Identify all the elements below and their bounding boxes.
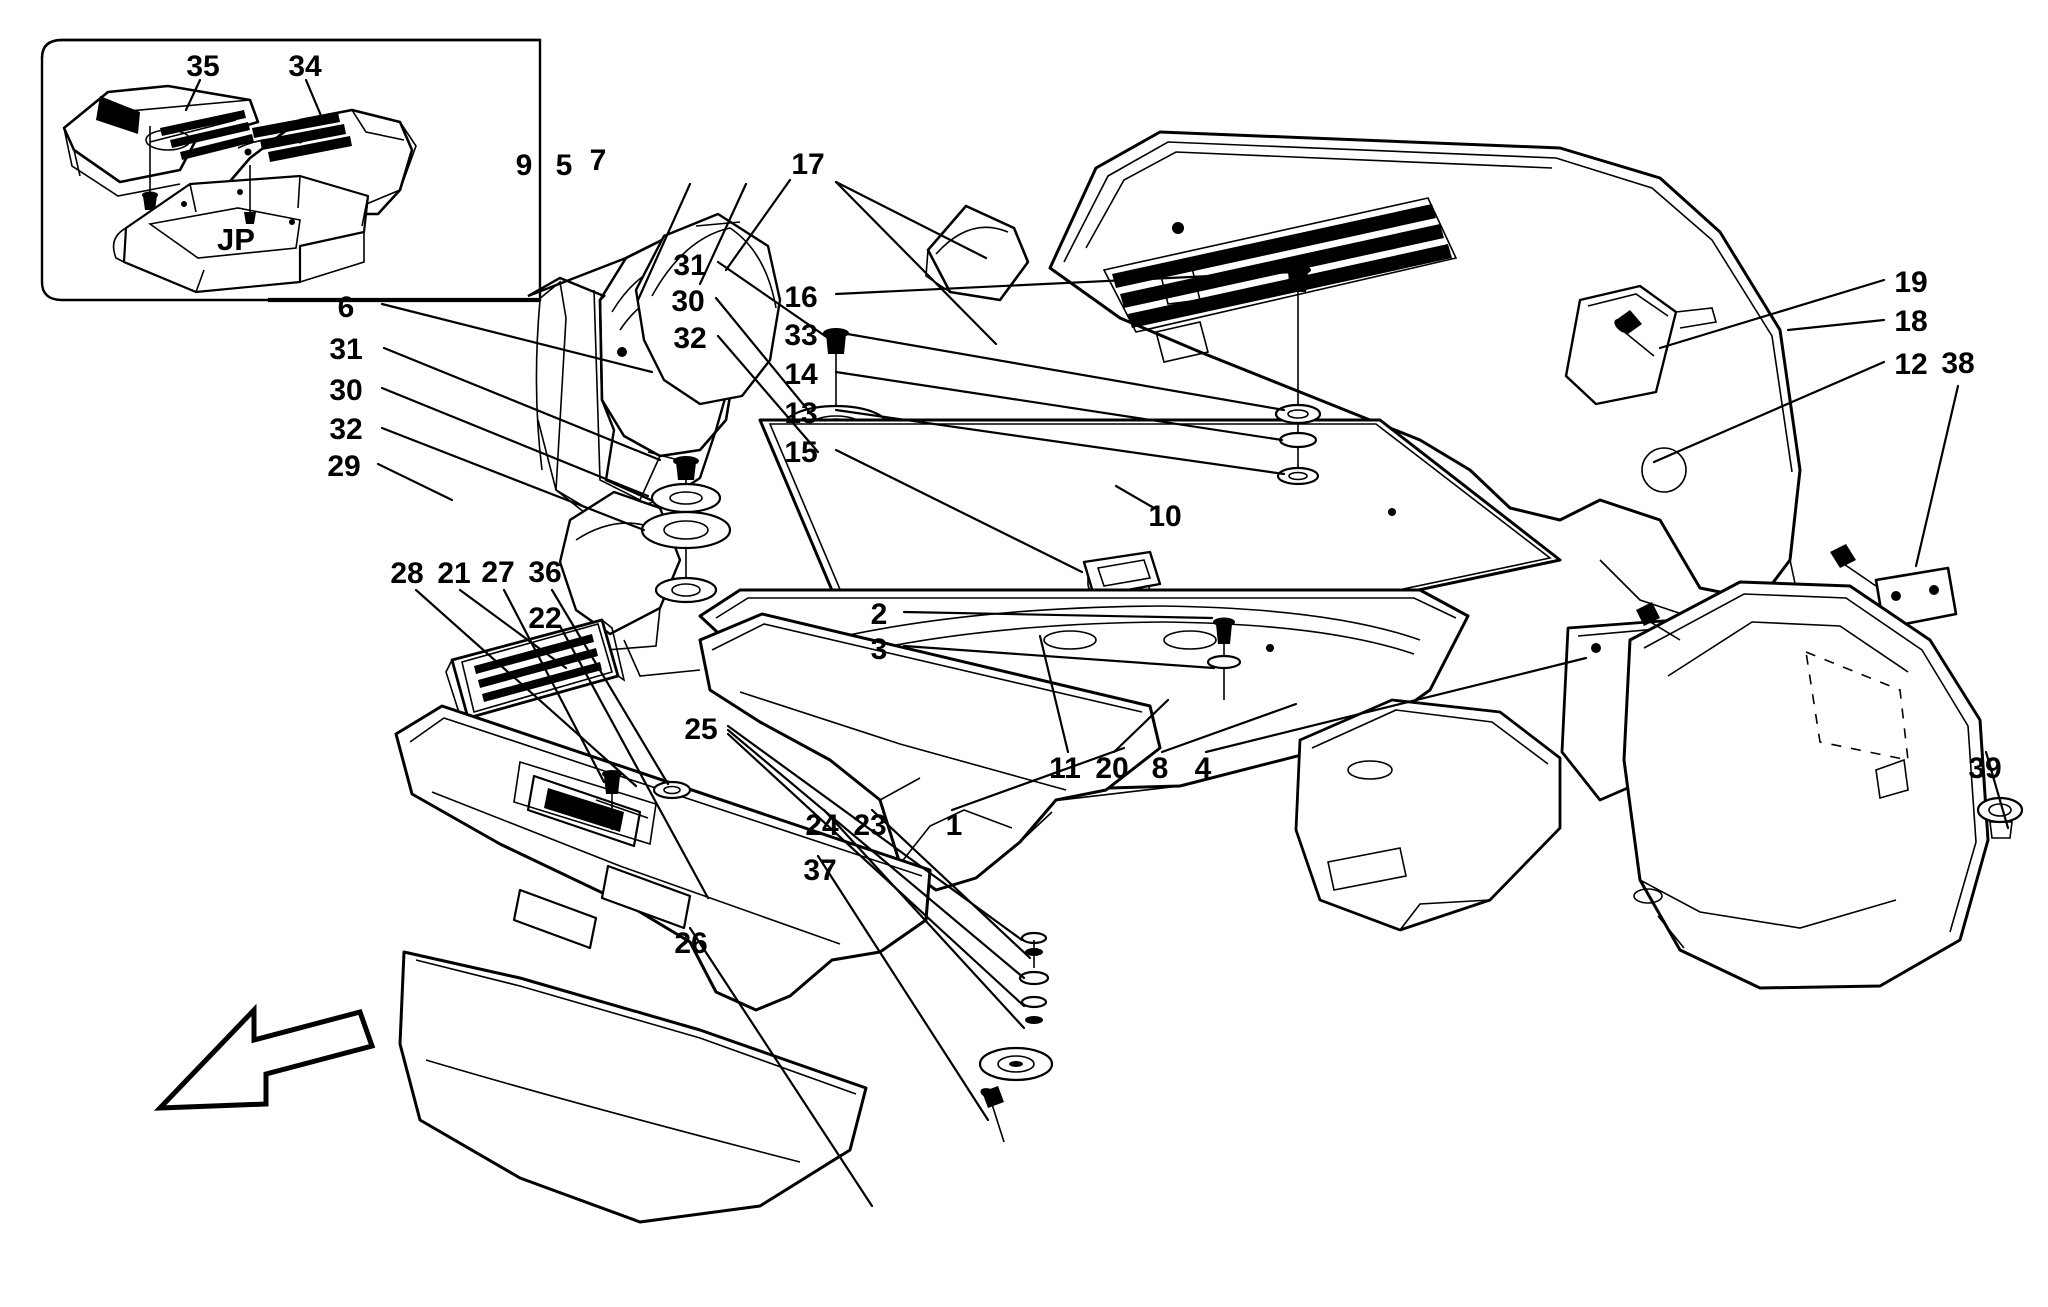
leader-35 [184,78,202,112]
callout-number-8: 8 [1151,752,1169,785]
fastener-stack-left [640,451,732,604]
callout-number-7: 7 [589,144,607,177]
callout-number-11: 11 [1049,752,1081,785]
callout-number-32: 32 [329,413,363,446]
part-34-screw [244,165,256,224]
callout-number-16: 16 [784,281,818,314]
callout-number-15: 15 [784,436,818,469]
callout-number-27: 27 [481,556,515,589]
callout-number-24: 24 [805,809,839,842]
callout-number-28: 28 [390,557,424,590]
forward-direction-arrow [153,1003,376,1111]
callout-number-33: 33 [784,319,818,352]
fastener-cluster-board [1082,265,1322,598]
part-35-screw [142,126,158,210]
part-4-panel [1284,750,1572,944]
callout-number-32: 32 [673,322,707,355]
callout-number-12: 12 [1894,348,1928,381]
jp-inset-tray [112,174,370,294]
callout-number-38: 38 [1941,347,1975,380]
part-39-wheelhouse-trim [1622,580,2024,990]
callout-number-31: 31 [329,333,363,366]
part-1-rear-cross-trim [698,612,1162,892]
part-26-lower-panel [398,950,868,1224]
inset-callout-number-35: 35 [186,50,220,83]
callout-number-19: 19 [1894,266,1928,299]
part-29-vent [445,618,626,724]
part-screw-upper-right [1636,602,1681,641]
callout-number-1: 1 [945,809,963,842]
callout-number-29: 29 [327,450,361,483]
callout-number-22: 22 [528,602,562,635]
callout-number-37: 37 [803,854,837,887]
callout-number-5: 5 [555,149,573,182]
callout-number-18: 18 [1894,305,1928,338]
callout-number-25: 25 [684,713,718,746]
inset-callout-number-34: 34 [288,50,322,83]
callout-number-2: 2 [870,598,888,631]
callout-number-36: 36 [528,556,562,589]
part-35-shape [62,84,260,197]
callout-number-14: 14 [784,358,818,391]
part-2-3-screws [1206,617,1242,700]
fasteners-23-24-25 [978,931,1054,1143]
callout-number-23: 23 [853,809,887,842]
callout-number-3: 3 [870,633,888,666]
jp-inset-label: JP [217,222,255,257]
callout-number-39: 39 [1968,752,2002,785]
callout-number-6: 6 [337,291,355,324]
part-19-screw [1614,310,1655,357]
callout-number-10: 10 [1148,500,1182,533]
jp-inset-group [40,38,542,303]
callout-number-13: 13 [784,397,818,430]
callout-number-20: 20 [1095,752,1129,785]
callout-number-21: 21 [437,557,471,590]
callout-number-30: 30 [329,374,363,407]
callout-number-4: 4 [1194,752,1212,785]
leader-34 [304,78,324,120]
leader-lines [376,178,2010,1208]
callout-number-17: 17 [791,148,825,181]
callout-number-9: 9 [515,149,533,182]
part-22-lower-trim [394,704,932,1012]
part-20-side-trim [1294,698,1562,932]
callout-number-31: 31 [673,249,707,282]
callout-number-30: 30 [671,285,705,318]
callout-number-26: 26 [674,927,708,960]
